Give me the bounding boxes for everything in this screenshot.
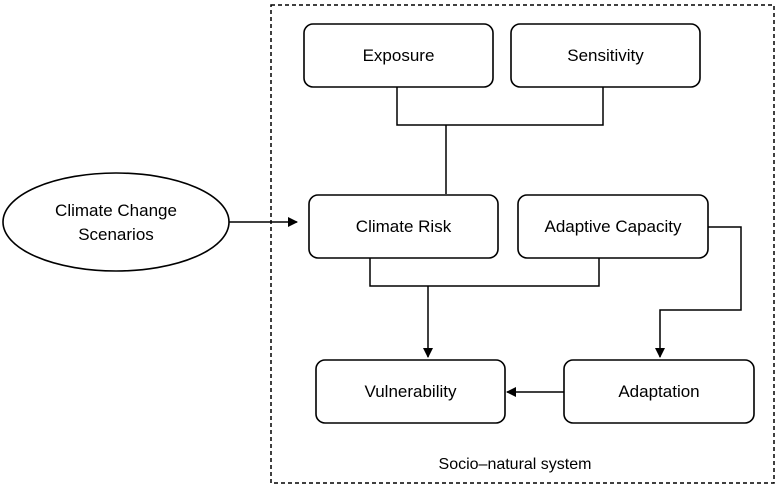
vulnerability-label: Vulnerability (365, 382, 457, 401)
sensitivity-box (510, 23, 701, 88)
node-climate-change-scenarios: Climate Change Scenarios (2, 172, 230, 272)
climate-risk-label: Climate Risk (356, 217, 452, 236)
vulnerability-box (315, 359, 506, 424)
connector-exposure-sensitivity (396, 87, 604, 126)
node-adaptive-capacity: Adaptive Capacity (517, 194, 709, 259)
container-border (270, 4, 775, 484)
adaptation-label: Adaptation (618, 382, 699, 401)
scenarios-ellipse (2, 172, 230, 272)
connector-risk-capacity (369, 258, 600, 287)
arrow-capacity-to-adaptation (655, 226, 742, 358)
socio-natural-system-container: Socio–natural system (270, 4, 775, 484)
exposure-box (303, 23, 494, 88)
adaptive-capacity-box (517, 194, 709, 259)
scenarios-label-line1: Climate Change (55, 201, 177, 220)
container-label: Socio–natural system (439, 456, 592, 473)
node-exposure: Exposure (303, 23, 494, 88)
scenarios-label-line2: Scenarios (78, 225, 154, 244)
adaptation-box (563, 359, 755, 424)
node-adaptation: Adaptation (563, 359, 755, 424)
node-sensitivity: Sensitivity (510, 23, 701, 88)
adaptive-capacity-label: Adaptive Capacity (544, 217, 682, 236)
exposure-label: Exposure (363, 46, 435, 65)
node-vulnerability: Vulnerability (315, 359, 506, 424)
connectors (229, 87, 742, 397)
climate-risk-box (308, 194, 499, 259)
sensitivity-label: Sensitivity (567, 46, 644, 65)
node-climate-risk: Climate Risk (308, 194, 499, 259)
